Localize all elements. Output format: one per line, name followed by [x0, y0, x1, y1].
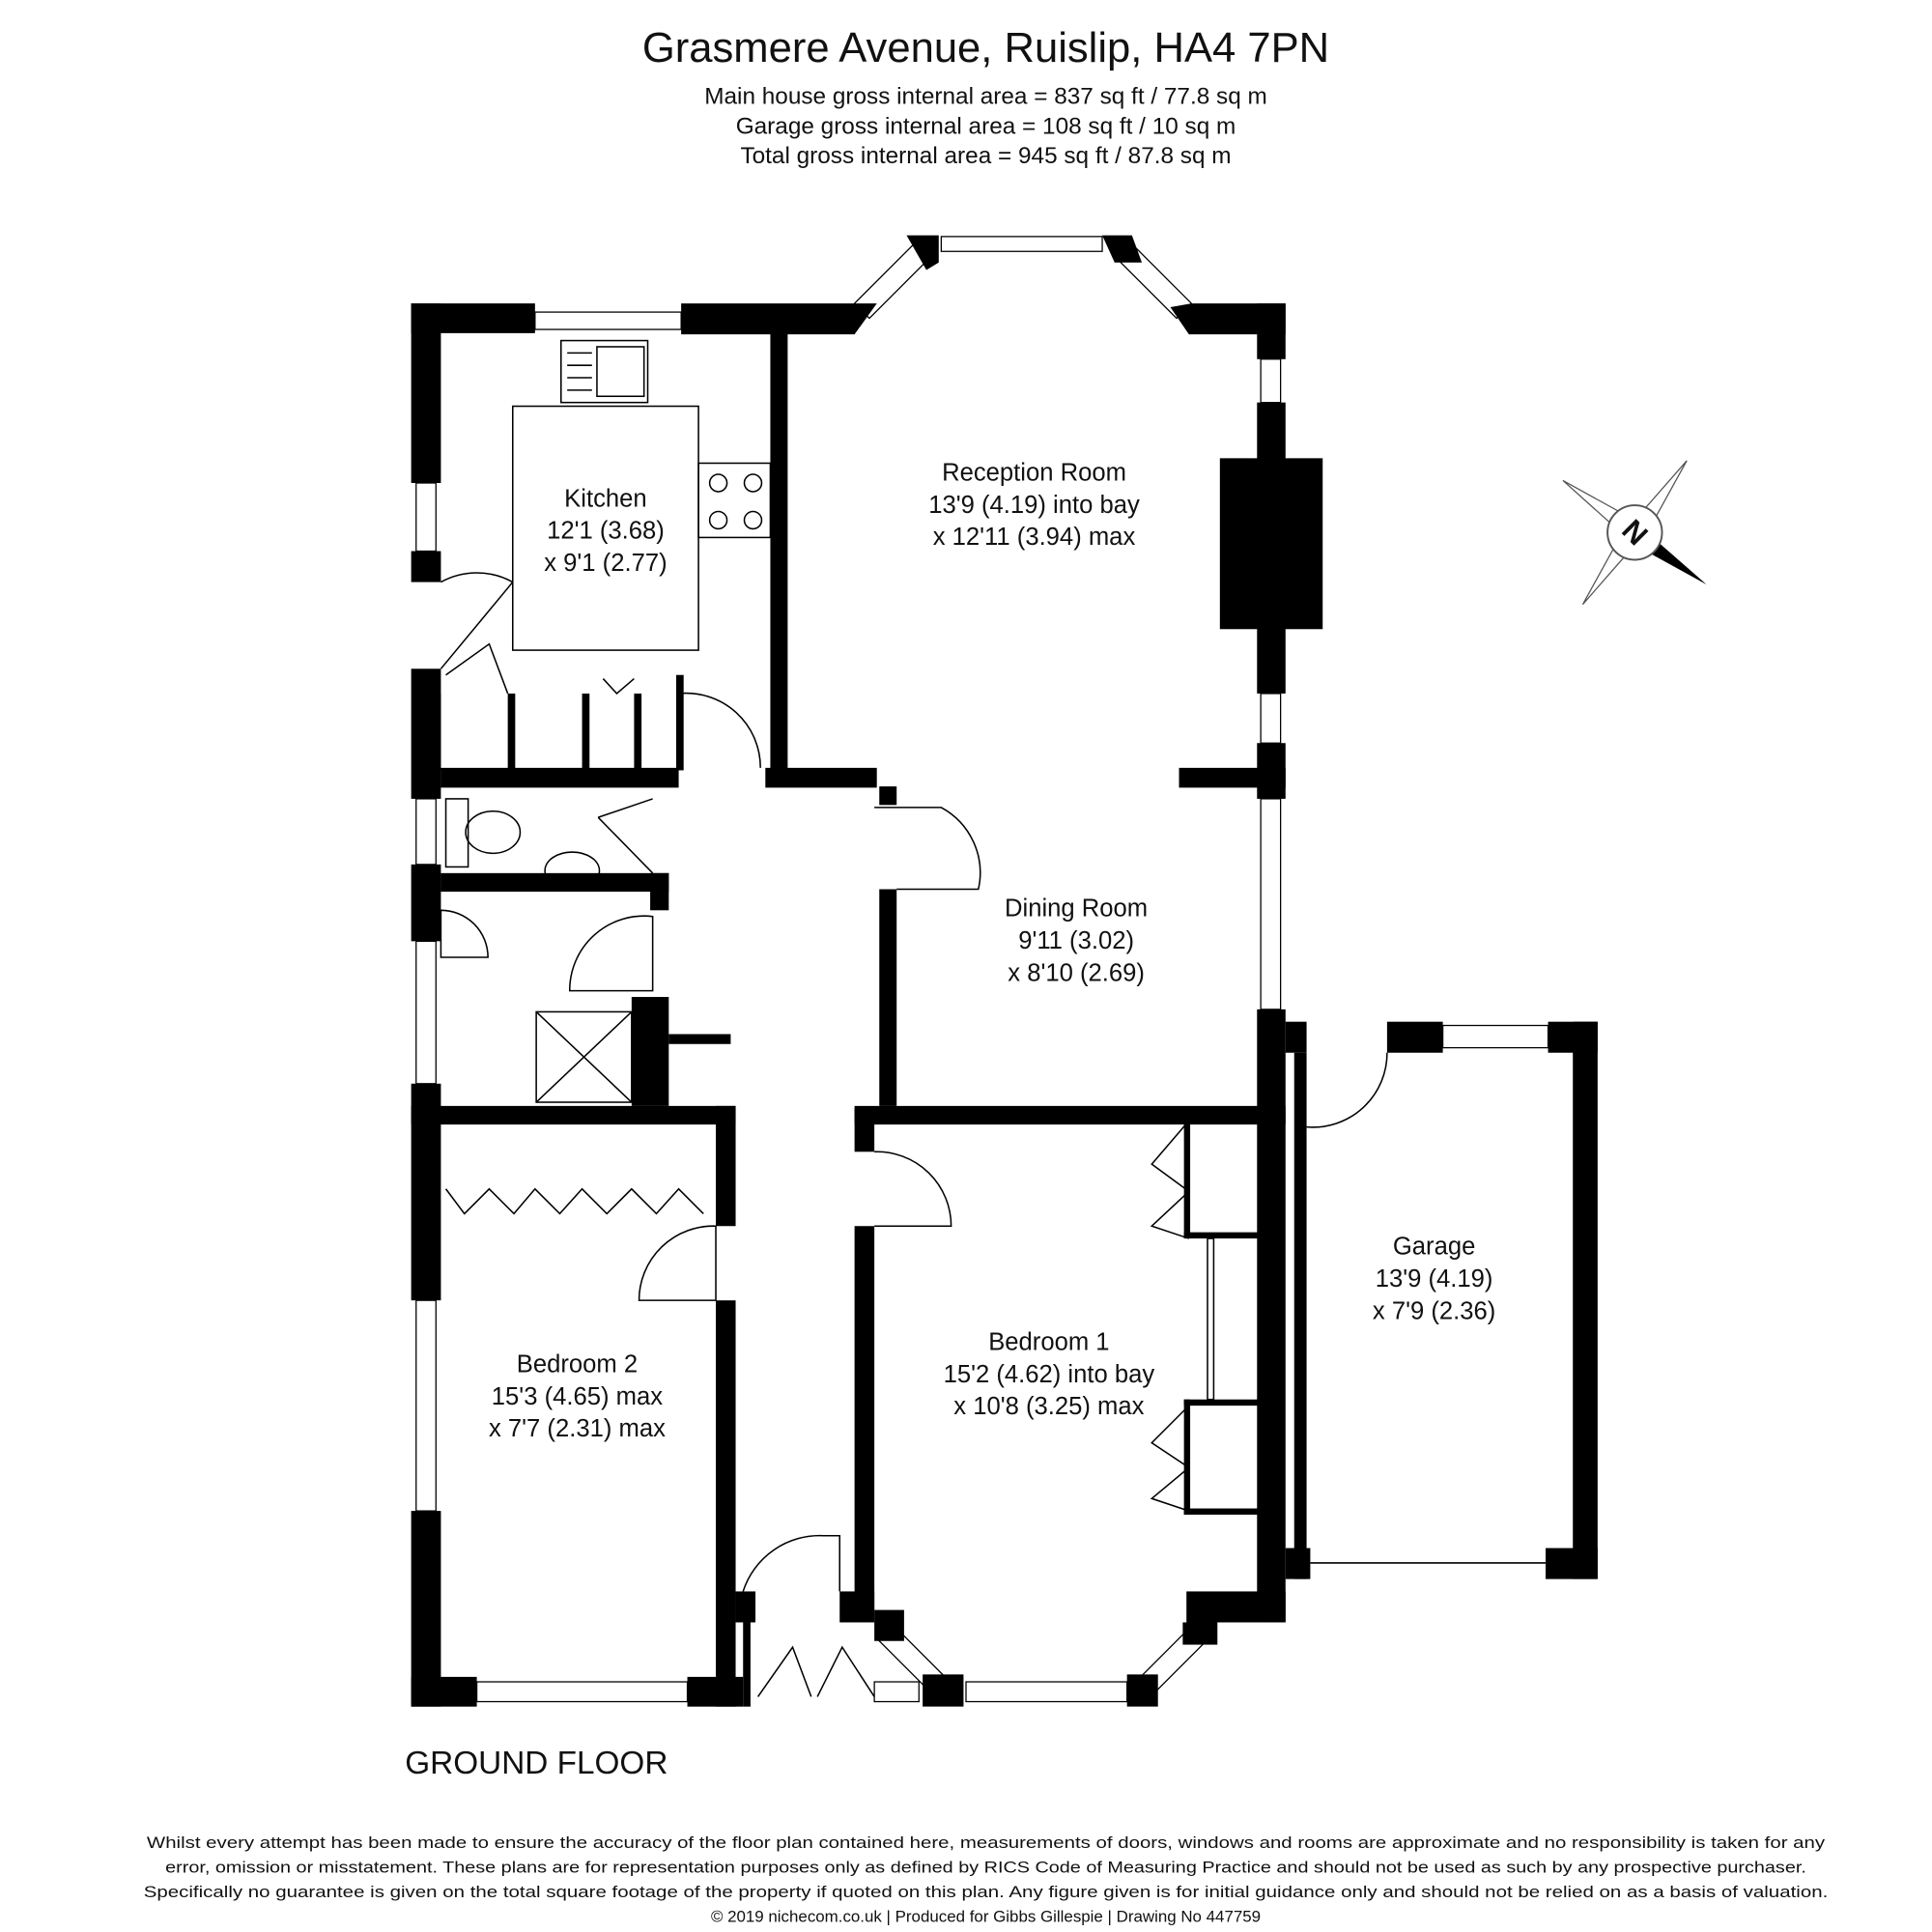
- svg-text:Bedroom 1: Bedroom 1: [988, 1328, 1109, 1355]
- svg-text:x 12'11 (3.94) max: x 12'11 (3.94) max: [933, 524, 1136, 551]
- windows: [415, 236, 1549, 1704]
- svg-text:x 10'8 (3.25) max: x 10'8 (3.25) max: [953, 1393, 1144, 1420]
- svg-text:15'2 (4.62) into bay: 15'2 (4.62) into bay: [944, 1361, 1155, 1388]
- floor-label: GROUND FLOOR: [405, 1746, 668, 1781]
- svg-text:15'3 (4.65) max: 15'3 (4.65) max: [492, 1383, 663, 1410]
- credit-line: © 2019 nichecom.co.uk | Produced for Gib…: [711, 1908, 1261, 1926]
- svg-text:Kitchen: Kitchen: [564, 485, 646, 512]
- room-reception: Reception Room 13'9 (4.19) into bay x 12…: [928, 459, 1140, 551]
- garage-area: Garage gross internal area = 108 sq ft /…: [736, 113, 1236, 139]
- header: Grasmere Avenue, Ruislip, HA4 7PN Main h…: [642, 25, 1329, 169]
- svg-text:Dining Room: Dining Room: [1005, 895, 1148, 923]
- svg-text:13'9 (4.19): 13'9 (4.19): [1376, 1265, 1493, 1293]
- svg-text:Reception Room: Reception Room: [942, 459, 1126, 486]
- disclaimer-line: Specifically no guarantee is given on th…: [144, 1883, 1829, 1901]
- disclaimer-line: error, omission or misstatement. These p…: [165, 1858, 1806, 1876]
- doors-and-fixtures: [440, 339, 1547, 1697]
- footer: Whilst every attempt has been made to en…: [144, 1833, 1829, 1926]
- room-garage: Garage 13'9 (4.19) x 7'9 (2.36): [1373, 1234, 1495, 1325]
- room-dining: Dining Room 9'11 (3.02) x 8'10 (2.69): [1005, 895, 1148, 987]
- svg-text:13'9 (4.19) into bay: 13'9 (4.19) into bay: [928, 492, 1140, 519]
- walls: [411, 235, 1598, 1707]
- svg-text:Garage: Garage: [1393, 1234, 1475, 1261]
- total-area: Total gross internal area = 945 sq ft / …: [740, 143, 1231, 169]
- room-bedroom-1: Bedroom 1 15'2 (4.62) into bay x 10'8 (3…: [944, 1328, 1155, 1420]
- svg-text:9'11 (3.02): 9'11 (3.02): [1018, 927, 1134, 954]
- svg-text:Bedroom 2: Bedroom 2: [517, 1351, 638, 1378]
- room-bedroom-2: Bedroom 2 15'3 (4.65) max x 7'7 (2.31) m…: [489, 1351, 666, 1443]
- svg-text:x 7'9 (2.36): x 7'9 (2.36): [1373, 1297, 1495, 1324]
- disclaimer-line: Whilst every attempt has been made to en…: [147, 1833, 1826, 1852]
- compass-icon: N: [1562, 460, 1707, 606]
- svg-text:x 9'1 (2.77): x 9'1 (2.77): [544, 550, 667, 577]
- main-house-area: Main house gross internal area = 837 sq …: [704, 84, 1267, 110]
- room-labels: Kitchen 12'1 (3.68) x 9'1 (2.77) Recepti…: [489, 459, 1495, 1442]
- plan-title: Grasmere Avenue, Ruislip, HA4 7PN: [642, 25, 1329, 71]
- svg-text:x 8'10 (2.69): x 8'10 (2.69): [1008, 959, 1145, 986]
- svg-text:x 7'7 (2.31) max: x 7'7 (2.31) max: [489, 1415, 666, 1442]
- svg-text:12'1 (3.68): 12'1 (3.68): [547, 518, 665, 545]
- room-kitchen: Kitchen 12'1 (3.68) x 9'1 (2.77): [544, 485, 667, 577]
